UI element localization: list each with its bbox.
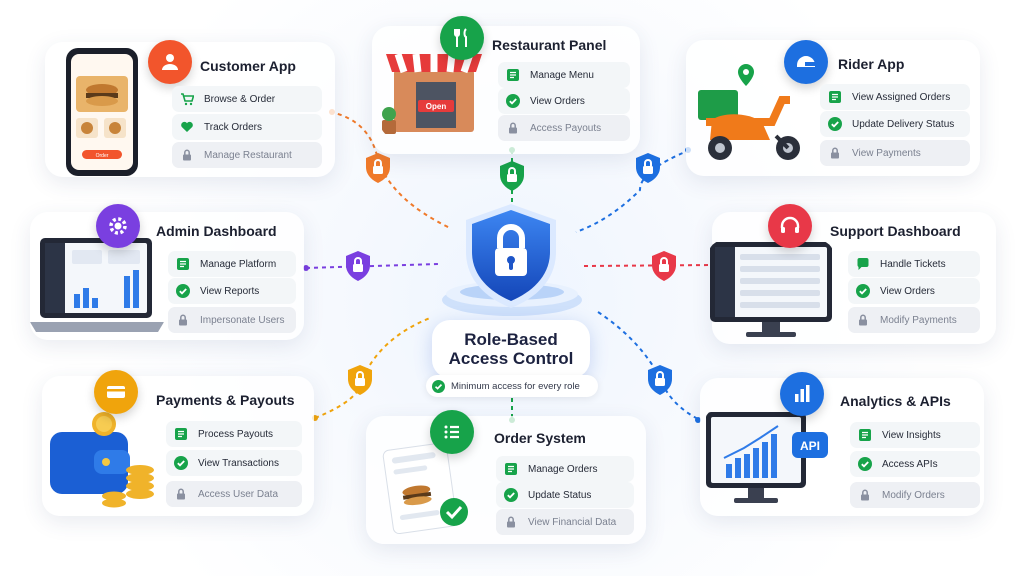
heart-icon <box>181 121 193 132</box>
permission-row: Update Delivery Status <box>820 111 970 137</box>
menu-list-icon <box>177 258 189 270</box>
lock-icon <box>179 314 187 326</box>
permission-row: View Transactions <box>166 450 302 476</box>
lock-shield-icon <box>500 161 524 191</box>
analytics-title: Analytics & APIs <box>840 393 951 409</box>
lock-shield-icon <box>348 365 372 395</box>
lock-shield-icon <box>636 153 660 183</box>
permission-row-restricted: Modify Payments <box>848 307 980 333</box>
check-circle-icon <box>828 117 842 131</box>
cart-icon <box>181 93 194 106</box>
center-note: Minimum access for every role <box>426 375 598 397</box>
menu-list-icon <box>505 463 517 475</box>
card-icon <box>107 386 125 398</box>
menu-list-icon <box>859 429 871 441</box>
receipt-illustration <box>382 442 468 535</box>
lock-icon <box>861 489 869 501</box>
analytics-badge <box>780 372 824 416</box>
lock-icon <box>859 314 867 326</box>
customer-app-title: Customer App <box>200 58 296 74</box>
order-button-label: Order <box>96 153 109 159</box>
fork-knife-icon <box>454 28 467 47</box>
permission-row-restricted: Access Payouts <box>498 115 630 141</box>
payments-badge <box>94 370 138 414</box>
bar-chart-icon <box>795 385 810 402</box>
headset-icon <box>780 216 800 233</box>
api-tag: API <box>800 439 820 453</box>
wallet-illustration <box>50 412 154 508</box>
check-circle-icon <box>858 457 872 471</box>
check-circle-icon <box>174 456 188 470</box>
permission-row: Manage Menu <box>498 62 630 88</box>
list-icon <box>444 425 459 439</box>
permission-row: View Orders <box>498 88 630 114</box>
payments-title: Payments & Payouts <box>156 392 295 408</box>
restaurant-badge <box>440 16 484 60</box>
permission-row-restricted: View Payments <box>820 140 970 166</box>
check-circle-icon <box>176 284 190 298</box>
lock-icon <box>177 488 185 500</box>
permission-row: Handle Tickets <box>848 251 980 277</box>
permission-row: View Assigned Orders <box>820 84 970 110</box>
menu-list-icon <box>175 428 187 440</box>
rider-badge <box>784 40 828 84</box>
monitor-illustration <box>710 242 832 337</box>
center-title: Role-Based Access Control <box>432 320 590 378</box>
permission-row-restricted: Manage Restaurant <box>172 142 322 168</box>
menu-list-icon <box>507 69 519 81</box>
lock-shield-icon <box>648 365 672 395</box>
admin-dashboard-title: Admin Dashboard <box>156 223 277 239</box>
customer-badge <box>148 40 192 84</box>
lock-icon <box>183 149 191 161</box>
permission-row: View Reports <box>168 278 296 304</box>
menu-list-icon <box>829 91 841 103</box>
permission-row: Manage Orders <box>496 456 634 482</box>
check-circle-icon <box>506 94 520 108</box>
permission-row: Process Payouts <box>166 421 302 447</box>
lock-icon <box>509 122 517 134</box>
check-circle-icon <box>432 379 445 393</box>
permission-row: Update Status <box>496 482 634 508</box>
scooter-illustration <box>698 64 800 160</box>
person-icon <box>162 54 178 70</box>
check-circle-icon <box>856 284 870 298</box>
lock-shield-icon <box>346 251 370 281</box>
permission-row-restricted: View Financial Data <box>496 509 634 535</box>
permission-row: Manage Platform <box>168 251 296 277</box>
permission-row: Browse & Order <box>172 86 322 112</box>
check-circle-icon <box>504 488 518 502</box>
chat-icon <box>857 258 869 270</box>
open-sign-label: Open <box>426 102 447 111</box>
permission-row: Access APIs <box>850 451 980 477</box>
central-shield-icon <box>466 204 556 308</box>
restaurant-panel-title: Restaurant Panel <box>492 37 607 53</box>
lock-icon <box>831 147 839 159</box>
support-badge <box>768 204 812 248</box>
phone-illustration: Order <box>66 48 138 176</box>
permission-row-restricted: Access User Data <box>166 481 302 507</box>
lock-icon <box>507 516 515 528</box>
support-dashboard-title: Support Dashboard <box>830 223 961 239</box>
permission-row: Track Orders <box>172 114 322 140</box>
permission-row: View Orders <box>848 278 980 304</box>
order-system-badge <box>430 410 474 454</box>
permission-row-restricted: Impersonate Users <box>168 307 296 333</box>
permission-row: View Insights <box>850 422 980 448</box>
gear-icon <box>109 217 127 235</box>
rider-app-title: Rider App <box>838 56 905 72</box>
laptop-illustration <box>30 238 164 332</box>
helmet-icon <box>797 56 815 67</box>
analytics-monitor-illustration: API <box>706 412 828 503</box>
admin-badge <box>96 204 140 248</box>
permission-row-restricted: Modify Orders <box>850 482 980 508</box>
lock-shield-icon <box>366 153 390 183</box>
order-system-title: Order System <box>494 430 586 446</box>
restaurant-storefront-illustration: Open <box>382 52 482 134</box>
lock-shield-icon <box>652 251 676 281</box>
